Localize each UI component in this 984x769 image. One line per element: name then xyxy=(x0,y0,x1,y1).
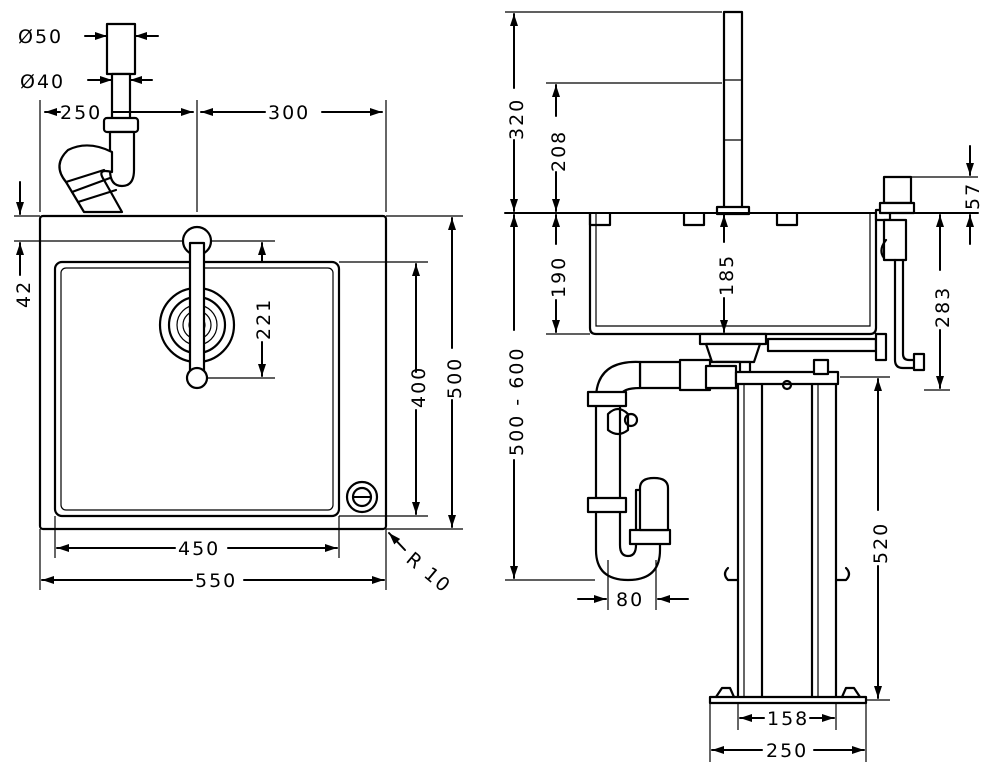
dim-pipe-inner: Ø40 xyxy=(20,71,65,93)
tap-side-view-icon xyxy=(715,10,751,216)
top-view: Ø50 Ø40 250 300 42 221 400 xyxy=(13,22,466,598)
dim-tap-height: 320 xyxy=(506,98,528,140)
dim-frame-outer: 250 xyxy=(766,740,808,762)
sink-outline xyxy=(38,214,388,531)
dim-sink-width: 550 xyxy=(195,570,237,592)
dim-overflow-height: 57 xyxy=(962,182,984,210)
dim-frame-inner: 158 xyxy=(767,708,809,730)
dim-siphon-offset: 80 xyxy=(616,589,644,611)
dim-bowl-width: 450 xyxy=(178,538,220,560)
dim-waste-offset: 250 xyxy=(60,102,102,124)
dim-rim-to-tap: 42 xyxy=(13,280,35,308)
frame-icon xyxy=(708,358,868,705)
waste-pipe-icon xyxy=(58,22,140,214)
dim-sink-depth: 500 xyxy=(444,357,466,399)
side-view: 320 208 190 185 500 - 600 57 283 xyxy=(504,10,984,762)
dim-corner-radius: R 10 xyxy=(402,548,456,598)
dim-bowl-depth: 190 xyxy=(548,256,570,298)
drain-body-icon xyxy=(698,332,888,376)
dim-drain-depth: 185 xyxy=(716,254,738,296)
dim-pipe-outer: Ø50 xyxy=(18,26,63,48)
siphon-icon xyxy=(586,358,742,582)
dim-tap-reach: 221 xyxy=(253,298,275,340)
tap-top-view-icon xyxy=(181,225,213,390)
dim-overflow-depth: 283 xyxy=(932,286,954,328)
dim-tap-offset: 300 xyxy=(268,102,310,124)
dim-spout-height: 208 xyxy=(548,130,570,172)
overflow-icon xyxy=(345,480,379,514)
dim-cabinet-height: 500 - 600 xyxy=(506,347,528,456)
dim-bowl-depth-top: 400 xyxy=(408,366,430,408)
dim-frame-height: 520 xyxy=(870,522,892,564)
overflow-assembly-icon xyxy=(878,175,926,372)
